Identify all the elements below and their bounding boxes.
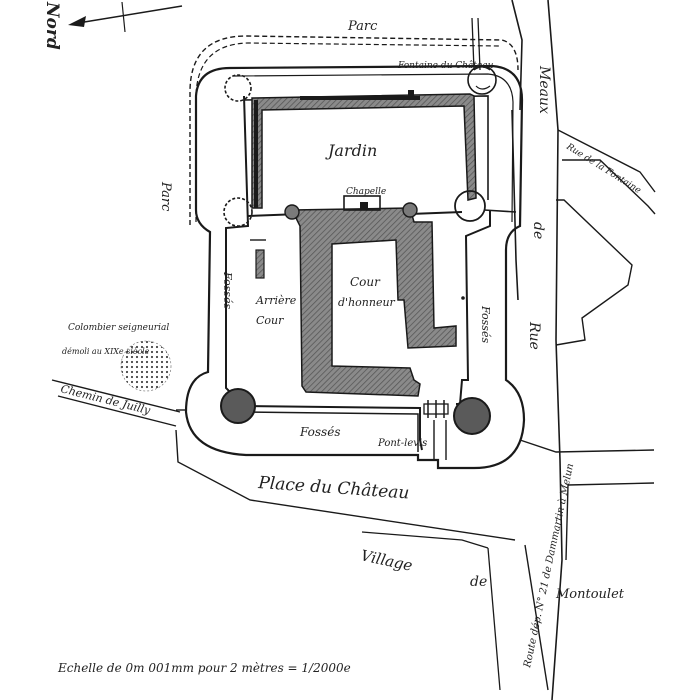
chapel bbox=[343, 195, 381, 211]
north-arrow-icon bbox=[68, 1, 183, 33]
moat-outer-wall bbox=[184, 64, 526, 470]
label-place: Place du Château bbox=[257, 473, 410, 504]
tower-se bbox=[453, 397, 491, 435]
label-fosses-right: Fossés bbox=[479, 305, 492, 343]
tower-nw bbox=[224, 74, 252, 102]
label-pont-levis: Pont-levis bbox=[377, 438, 427, 449]
label-de: de bbox=[530, 222, 546, 239]
label-arriere-cour-1: Arrière bbox=[255, 294, 297, 307]
label-dammartin: Route dép. N° 21 de Dammartin à Melun bbox=[522, 462, 576, 669]
roads bbox=[51, 0, 656, 700]
label-nord: Nord bbox=[42, 1, 62, 50]
tower-w bbox=[223, 197, 253, 227]
label-fosses-left: Fossés bbox=[221, 271, 234, 309]
label-rue-fontaine: Rue de la Fontaine bbox=[564, 142, 643, 196]
label-cour-honneur-1: Cour bbox=[350, 275, 381, 289]
label-echelle: Echelle de 0m 001mm pour 2 mètres = 1/20… bbox=[57, 661, 351, 675]
label-chapelle: Chapelle bbox=[346, 187, 386, 197]
label-village: Village bbox=[359, 546, 414, 575]
label-colombier-2: démoli au XIXe siècle bbox=[62, 347, 150, 356]
label-cour-honneur-2: d'honneur bbox=[338, 296, 396, 309]
label-meaux: Meaux bbox=[536, 65, 552, 114]
drawbridge bbox=[423, 400, 449, 460]
label-fosses-bottom: Fossés bbox=[299, 425, 340, 439]
colombier-site bbox=[120, 340, 172, 392]
label-village-de: de bbox=[470, 574, 487, 590]
tower-sw bbox=[220, 388, 256, 424]
label-arriere-cour-2: Cour bbox=[256, 314, 284, 327]
main-building bbox=[290, 207, 457, 397]
tower-e bbox=[454, 190, 486, 222]
label-rue: Rue bbox=[526, 321, 542, 350]
label-fontaine: Fontaine du Château bbox=[397, 60, 494, 71]
label-jardin: Jardin bbox=[325, 141, 377, 160]
label-parc-left: Parc bbox=[158, 181, 173, 212]
fountain-conduit bbox=[471, 17, 481, 71]
tower-ne bbox=[467, 65, 497, 95]
label-colombier-1: Colombier seigneurial bbox=[68, 323, 169, 333]
label-parc-top: Parc bbox=[347, 19, 378, 34]
label-montoulet: Montoulet bbox=[555, 587, 625, 602]
park-boundary bbox=[189, 35, 519, 225]
